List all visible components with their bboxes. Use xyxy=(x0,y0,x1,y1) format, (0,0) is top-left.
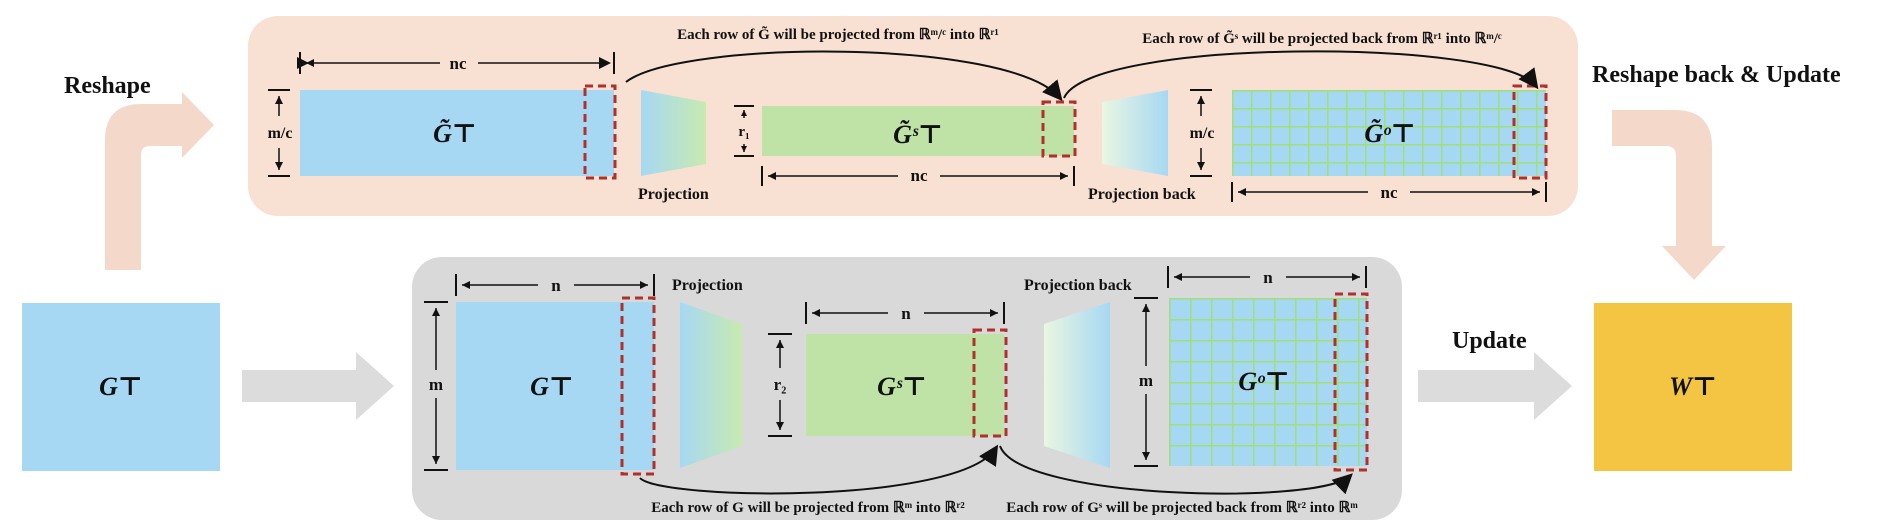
matrix-go-tilde-label: G̃ᵒ⊤ xyxy=(1364,119,1415,148)
dim-r1: r₁ xyxy=(738,124,749,140)
highlight-column xyxy=(972,328,1008,438)
dim-m-g: m xyxy=(429,375,443,394)
dim-n-g: n xyxy=(551,276,561,295)
reshape-label: Reshape xyxy=(64,73,151,99)
highlight-column xyxy=(1041,100,1077,158)
matrix-gs-tilde-label: G̃ˢ⊤ xyxy=(893,120,943,149)
matrix-g-tilde-label: G̃⊤ xyxy=(433,119,477,148)
dim-mc-right: m/c xyxy=(1190,125,1215,142)
dim-mc-left: m/c xyxy=(268,125,293,142)
dim-n-gs: n xyxy=(901,304,911,323)
projection-label-bottom: Projection xyxy=(672,277,743,294)
dim-m-go: m xyxy=(1139,371,1153,390)
dim-nc-top: nc xyxy=(450,54,467,73)
dim-nc-mid: nc xyxy=(911,166,928,185)
input-arrow xyxy=(242,352,394,420)
dim-n-go: n xyxy=(1263,268,1273,287)
matrix-gs-label: Gˢ⊤ xyxy=(877,372,927,401)
projection-back-trapezoid-bottom xyxy=(1044,302,1110,468)
dim-r2: r₂ xyxy=(774,375,787,394)
bottom-note-left: Each row of G will be projected from ℝᵐ … xyxy=(651,500,965,516)
projection-back-label-bottom: Projection back xyxy=(1024,277,1132,294)
matrix-gs xyxy=(806,334,1004,436)
top-left-curve xyxy=(625,50,1063,102)
matrix-w-label: W⊤ xyxy=(1669,372,1717,401)
matrix-go-label: Gᵒ⊤ xyxy=(1238,367,1289,396)
matrix-gs-tilde xyxy=(762,106,1074,156)
reshape-back-arrow xyxy=(1612,110,1726,280)
matrix-g-tilde xyxy=(300,90,614,176)
bottom-right-curve xyxy=(999,445,1353,495)
matrix-w-output xyxy=(1594,303,1792,471)
reshape-arrow xyxy=(105,92,214,270)
bottom-note-right: Each row of Gˢ will be projected back fr… xyxy=(1006,500,1358,516)
top-right-curve xyxy=(1063,50,1539,99)
projection-back-label-top: Projection back xyxy=(1088,186,1196,203)
highlight-column xyxy=(1333,292,1369,472)
highlight-column xyxy=(620,296,656,476)
matrix-g-label: G⊤ xyxy=(530,372,574,401)
projection-label-top: Projection xyxy=(638,186,709,203)
projection-back-trapezoid xyxy=(1102,90,1168,176)
dim-nc-right: nc xyxy=(1381,183,1398,202)
projection-trapezoid-bottom xyxy=(680,302,742,468)
matrix-g-input xyxy=(22,303,220,471)
projection-trapezoid xyxy=(641,90,706,176)
top-note-left: Each row of G̃ will be projected from ℝᵐ… xyxy=(677,26,999,43)
matrix-go-tilde xyxy=(1232,90,1546,176)
bottom-left-curve xyxy=(639,444,999,495)
highlight-column xyxy=(583,84,617,180)
update-arrow xyxy=(1418,352,1572,420)
top-note-right: Each row of G̃ˢ will be projected back f… xyxy=(1142,30,1502,47)
update-label: Update xyxy=(1452,328,1527,354)
matrix-g-input-label: G⊤ xyxy=(99,372,143,401)
reshape-back-label: Reshape back & Update xyxy=(1592,62,1841,88)
